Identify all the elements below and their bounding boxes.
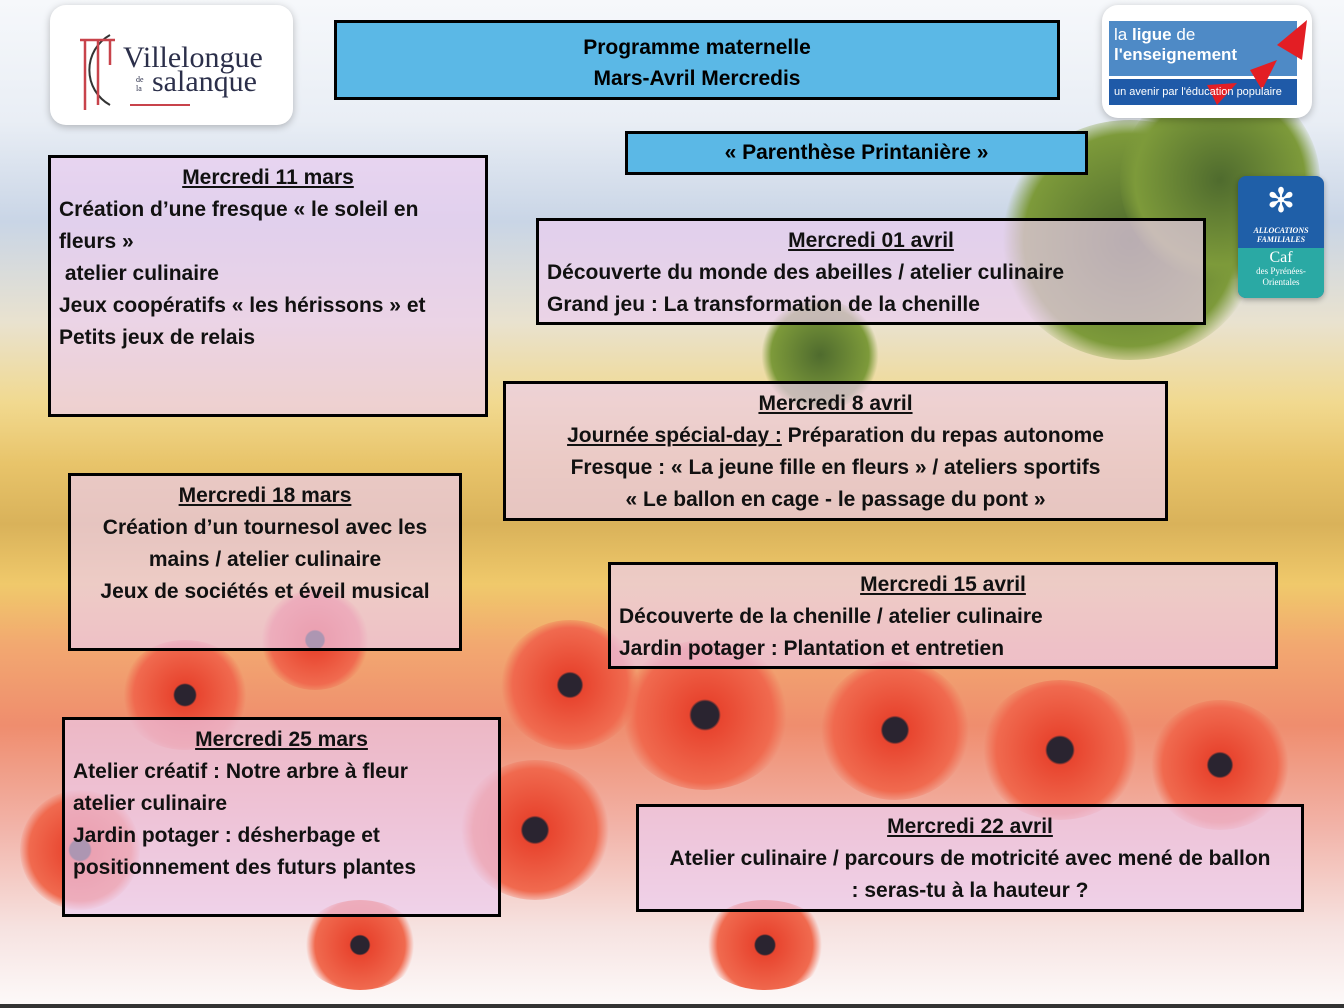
day-title: Mercredi 18 mars bbox=[178, 484, 352, 507]
ligue-la: la bbox=[1114, 25, 1128, 44]
day-line: Atelier culinaire / parcours de motricit… bbox=[669, 847, 1271, 902]
ligue-enseignement-logo: la ligue de l'enseignement un avenir par… bbox=[1102, 5, 1312, 118]
day-line: Atelier créatif : Notre arbre à fleur bbox=[73, 760, 408, 783]
day-title: Mercredi 8 avril bbox=[758, 392, 913, 415]
caf-region: des Pyrénées-Orientales bbox=[1256, 266, 1306, 287]
day-line: Jeux de sociétés et éveil musical bbox=[100, 580, 430, 603]
caf-logo: ✻ ALLOCATIONS FAMILIALES Caf des Pyrénée… bbox=[1238, 176, 1324, 298]
day-line: atelier culinaire bbox=[73, 792, 228, 815]
header-line1: Programme maternelle bbox=[583, 36, 811, 59]
day-line: Jeux coopératifs « les hérissons » et Pe… bbox=[59, 294, 426, 349]
ligue-de: de bbox=[1176, 25, 1196, 44]
day-line: Grand jeu : La transformation de la chen… bbox=[547, 293, 980, 316]
day-card-01-avril: Mercredi 01 avril Découverte du monde de… bbox=[536, 218, 1206, 325]
day-lead: Journée spécial-day : bbox=[567, 424, 782, 447]
caf-alloc: ALLOCATIONS FAMILIALES bbox=[1253, 226, 1309, 244]
day-title: Mercredi 15 avril bbox=[860, 573, 1026, 596]
day-card-8-avril: Mercredi 8 avril Journée spécial-day : P… bbox=[503, 381, 1168, 521]
villelongue-logo: Villelongue de la salanque bbox=[50, 5, 293, 125]
day-line: Fresque : « La jeune fille en fleurs » /… bbox=[570, 456, 1101, 479]
day-card-25-mars: Mercredi 25 mars Atelier créatif : Notre… bbox=[62, 717, 501, 917]
day-line: Jardin potager : Plantation et entretien bbox=[619, 637, 1005, 660]
day-card-15-avril: Mercredi 15 avril Découverte de la cheni… bbox=[608, 562, 1278, 669]
day-line: Création d’une fresque « le soleil en fl… bbox=[59, 198, 419, 253]
day-title: Mercredi 25 mars bbox=[195, 728, 368, 751]
day-card-22-avril: Mercredi 22 avril Atelier culinaire / pa… bbox=[636, 804, 1304, 912]
program-subtitle: « Parenthèse Printanière » bbox=[625, 131, 1088, 175]
villelongue-dela: de la bbox=[136, 75, 144, 93]
villelongue-salanque: salanque bbox=[152, 65, 257, 98]
day-line: Préparation du repas autonome bbox=[781, 424, 1104, 447]
day-title: Mercredi 11 mars bbox=[182, 166, 354, 189]
ligue-ligue: ligue bbox=[1131, 25, 1172, 44]
day-card-18-mars: Mercredi 18 mars Création d’un tournesol… bbox=[68, 473, 462, 651]
tower-icon bbox=[80, 34, 190, 110]
day-line: Découverte du monde des abeilles / ateli… bbox=[547, 261, 1065, 284]
bottom-border bbox=[0, 1004, 1344, 1008]
program-header: Programme maternelle Mars-Avril Mercredi… bbox=[334, 20, 1060, 100]
ligue-tagline-band bbox=[1109, 79, 1297, 105]
ligue-tagline: un avenir par l'éducation populaire bbox=[1114, 86, 1282, 98]
day-line: Découverte de la chenille / atelier culi… bbox=[619, 605, 1043, 628]
day-line: Création d’un tournesol avec les mains /… bbox=[102, 516, 428, 571]
day-line: atelier culinaire bbox=[59, 262, 219, 285]
family-icon: ✻ bbox=[1266, 182, 1296, 220]
caf-name: Caf bbox=[1269, 249, 1293, 266]
villelongue-name: Villelongue bbox=[123, 41, 263, 74]
day-card-11-mars: Mercredi 11 mars Création d’une fresque … bbox=[48, 155, 488, 417]
day-title: Mercredi 22 avril bbox=[887, 815, 1053, 838]
day-title: Mercredi 01 avril bbox=[788, 229, 954, 252]
ligue-enseignement: l'enseignement bbox=[1114, 45, 1238, 64]
day-line: Jardin potager : désherbage et positionn… bbox=[73, 824, 417, 879]
day-line: « Le ballon en cage - le passage du pont… bbox=[625, 488, 1046, 511]
header-line2: Mars-Avril Mercredis bbox=[593, 67, 801, 90]
